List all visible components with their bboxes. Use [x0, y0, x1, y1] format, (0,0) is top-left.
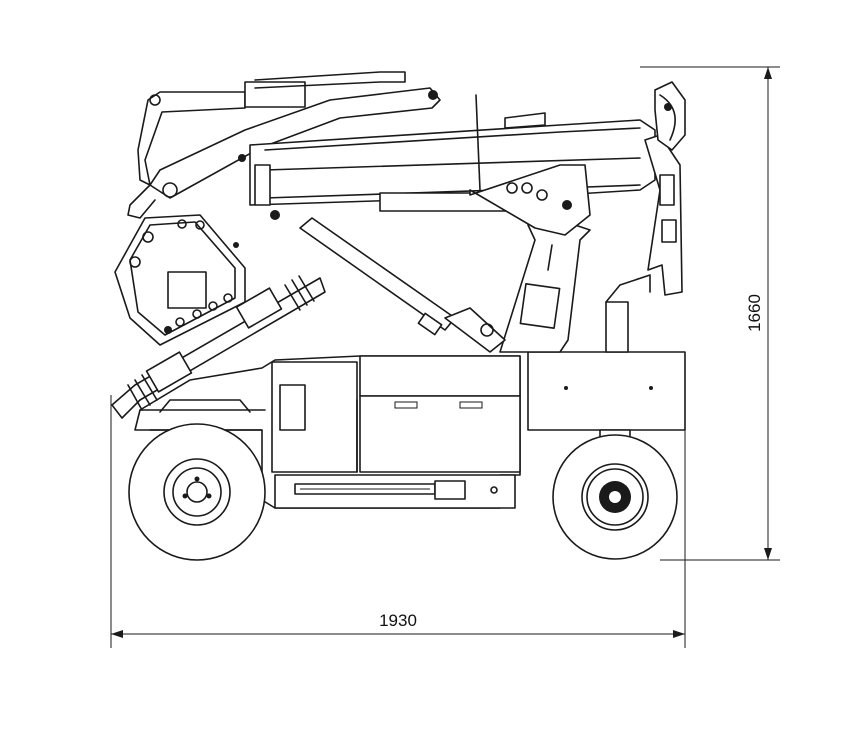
- lift-cylinder: [299, 217, 506, 353]
- outrigger-arm: [111, 275, 326, 419]
- slew-column: [469, 94, 591, 353]
- height-dimension-label: 1660: [745, 294, 764, 332]
- height-dimension: 1660: [640, 66, 780, 561]
- gripper-head: [114, 214, 246, 346]
- jib-hook: [644, 81, 686, 296]
- width-dimension: 1930: [110, 395, 686, 648]
- width-dimension-label: 1930: [379, 611, 417, 630]
- rear-wheel: [128, 423, 266, 561]
- front-column: [527, 274, 686, 443]
- main-boom: [127, 71, 441, 219]
- chassis: [134, 355, 521, 509]
- front-wheel: [552, 434, 678, 560]
